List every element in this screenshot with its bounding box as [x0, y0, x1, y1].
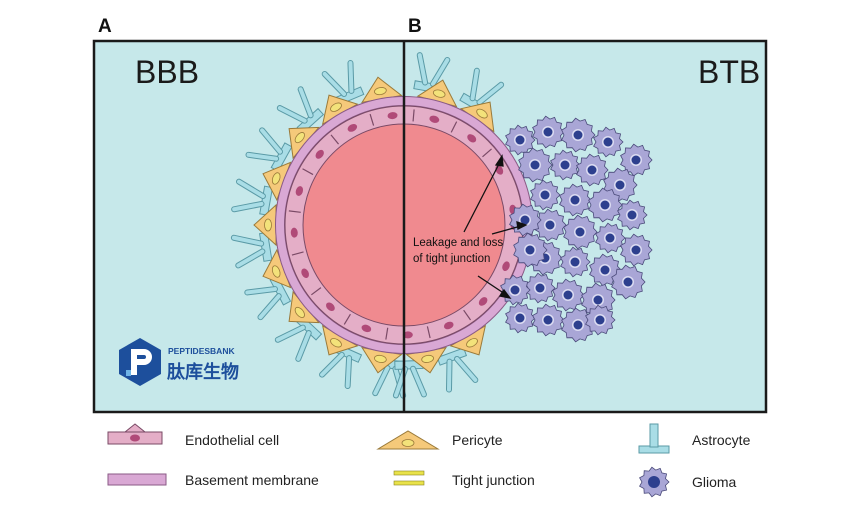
tight-junction-mark — [426, 326, 431, 339]
legend-astrocyte-icon — [638, 423, 670, 454]
astrocyte-endfoot-icon — [274, 314, 323, 362]
endothelial-nucleus — [443, 321, 454, 330]
glioma-nucleus — [560, 160, 570, 170]
peptidesbank-logo: PEPTIDESBANK 肽库生物 — [119, 338, 239, 386]
tight-junction-mark — [385, 327, 389, 340]
endothelial-nucleus — [478, 297, 488, 306]
glioma-nucleus — [615, 180, 625, 190]
tight-junction-mark — [310, 287, 322, 296]
endothelial-nucleus — [326, 302, 335, 311]
astrocyte-endfoot-icon — [244, 275, 292, 321]
panel-a-letter: A — [98, 16, 112, 37]
glioma-nucleus — [631, 155, 641, 165]
tight-junction-mark — [288, 210, 301, 213]
glioma-nucleus — [563, 290, 573, 300]
pericyte-icon — [459, 101, 495, 133]
astrocyte-endfoot-icon — [436, 347, 479, 393]
endothelial-nucleus — [301, 268, 309, 278]
glioma-nucleus — [575, 227, 585, 237]
astrocyte-endfoot-icon — [245, 127, 293, 172]
legend-astrocyte-label: Astrocyte — [692, 432, 751, 448]
glioma-nucleus — [573, 320, 583, 330]
astrocyte-layer — [230, 52, 505, 399]
endothelial-nucleus — [295, 186, 304, 196]
legend-glioma-icon — [639, 466, 670, 498]
glioma-nucleus — [570, 257, 580, 267]
legend-endothelial-label: Endothelial cell — [185, 432, 279, 448]
tight-junction-mark — [412, 109, 415, 122]
btb-label: BTB — [698, 54, 760, 90]
glioma-nucleus — [540, 190, 550, 200]
glioma-nucleus — [623, 277, 633, 287]
glioma-nucleus — [570, 195, 580, 205]
endothelial-nucleus — [467, 134, 477, 143]
glioma-cluster — [500, 115, 653, 343]
glioma-nucleus — [605, 233, 615, 243]
tight-junction-mark — [302, 168, 314, 176]
endothelial-nucleus — [429, 115, 440, 123]
legend-basement-label: Basement membrane — [185, 472, 319, 488]
endothelial-nucleus — [290, 227, 298, 238]
glioma-nucleus — [543, 127, 553, 137]
pericyte-layer — [253, 76, 495, 374]
glioma-nucleus — [631, 245, 641, 255]
tight-junction-mark — [343, 313, 351, 325]
legend-endothelial-icon — [107, 423, 163, 445]
pericyte-icon — [361, 346, 403, 374]
diagram-frame — [92, 39, 768, 414]
glioma-nucleus — [525, 245, 535, 255]
glioma-nucleus — [515, 135, 525, 145]
glioma-nucleus — [593, 295, 603, 305]
tight-junctions — [288, 109, 492, 340]
logo-brand-en: PEPTIDESBANK — [168, 346, 235, 356]
glioma-nucleus — [520, 215, 530, 225]
legend-pericyte-label: Pericyte — [452, 432, 503, 448]
tight-junction-mark — [450, 121, 458, 133]
endothelial-nucleus — [387, 112, 398, 120]
leakage-arrows — [463, 154, 528, 299]
glioma-nucleus — [545, 220, 555, 230]
endothelial-nucleus — [347, 123, 358, 132]
glioma-nucleus — [600, 200, 610, 210]
glioma-nucleus — [535, 283, 545, 293]
endothelial-nuclei — [290, 112, 518, 339]
bbb-label: BBB — [135, 54, 199, 90]
glioma-nucleus — [627, 210, 637, 220]
endothelial-nucleus — [502, 261, 510, 272]
tight-junction-mark — [369, 113, 375, 126]
legend-glioma-label: Glioma — [692, 474, 737, 490]
glioma-nucleus — [515, 313, 525, 323]
endothelial-nucleus — [402, 331, 413, 339]
legend-tight-junction-label: Tight junction — [452, 472, 535, 488]
glioma-nucleus — [595, 315, 605, 325]
pericyte-icon — [321, 94, 359, 126]
logo-brand-cn: 肽库生物 — [167, 361, 239, 382]
glioma-nucleus — [510, 285, 520, 295]
legend: Endothelial cell Basement membrane Peric… — [107, 423, 751, 498]
astrocyte-endfoot-icon — [231, 178, 274, 216]
glioma-nucleus — [603, 137, 613, 147]
glioma-nucleus — [573, 130, 583, 140]
glioma-nucleus — [587, 165, 597, 175]
panel-b-letter: B — [408, 16, 422, 37]
tight-junction-mark — [291, 251, 304, 256]
leakage-annotation-line2: of tight junction — [413, 253, 490, 265]
tight-junction-mark — [330, 134, 340, 145]
leakage-annotation-line1: Leakage and loss — [413, 237, 503, 249]
legend-pericyte-icon — [376, 430, 440, 450]
glioma-nucleus — [600, 265, 610, 275]
endothelial-nucleus — [315, 149, 324, 159]
legend-tight-junction-icon — [393, 470, 425, 486]
endothelial-nucleus — [361, 324, 372, 333]
tight-junction-mark — [463, 309, 472, 321]
tight-junction-mark — [482, 148, 492, 158]
astrocyte-endfoot-icon — [276, 86, 325, 135]
legend-basement-icon — [107, 473, 167, 486]
astrocyte-endfoot-icon — [230, 231, 273, 269]
glioma-nucleus — [543, 315, 553, 325]
pericyte-icon — [262, 248, 292, 289]
glioma-nucleus — [530, 160, 540, 170]
